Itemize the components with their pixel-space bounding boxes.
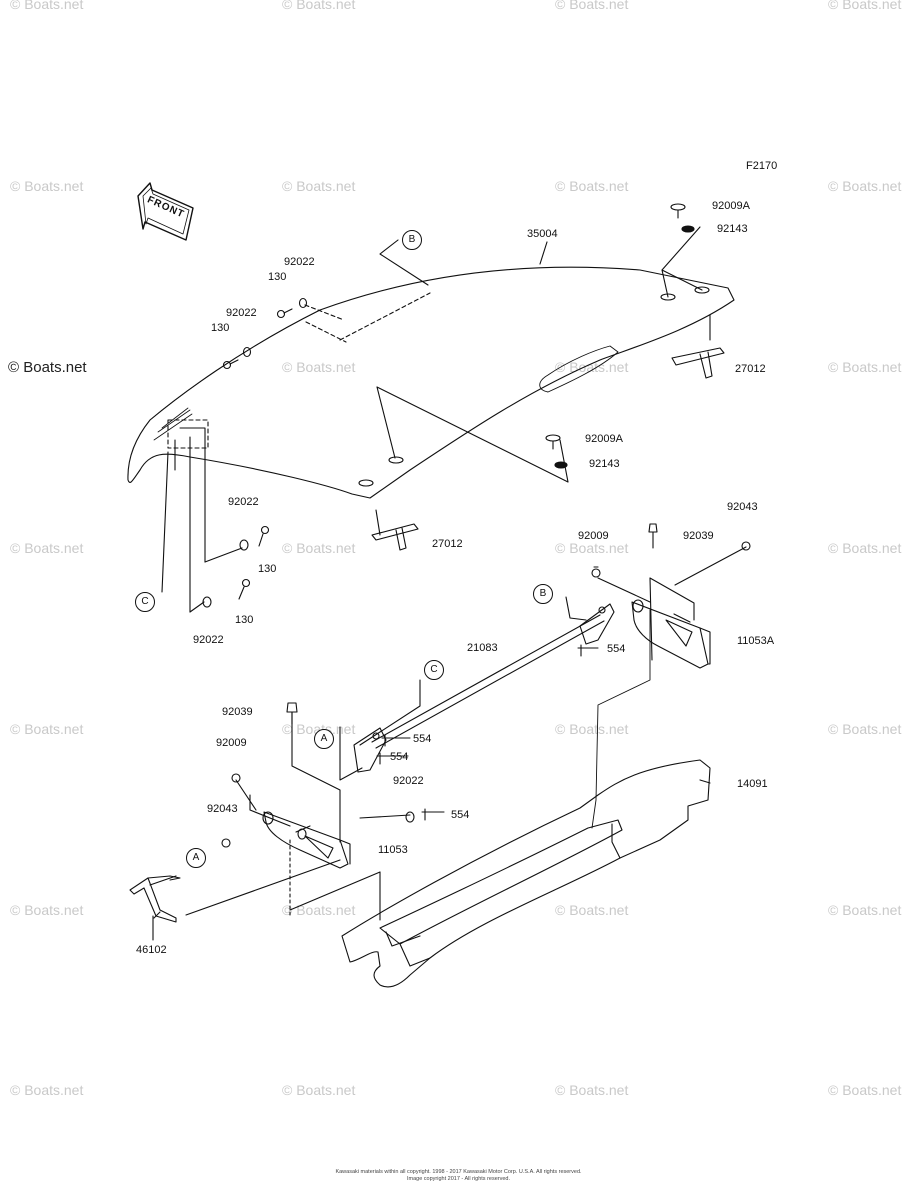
callout-27012: 27012 (432, 538, 463, 550)
copyright-line: Image copyright 2017 - All rights reserv… (406, 1176, 511, 1182)
watermark: © Boats.net (10, 178, 84, 194)
pin-554-icon (376, 752, 409, 765)
callout-21083: 21083 (467, 642, 498, 654)
watermark: © Boats.net (828, 178, 902, 194)
watermark: © Boats.net (282, 1082, 356, 1098)
callout-92043: 92043 (727, 501, 758, 513)
callout-92022: 92022 (284, 256, 315, 268)
washer-92022-icon (202, 596, 212, 608)
callout-11053A: 11053A (737, 635, 775, 647)
bolt-130-icon (258, 525, 270, 547)
watermark: © Boats.net (555, 0, 629, 12)
watermark: © Boats.net (828, 1082, 902, 1098)
watermark: © Boats.net (282, 178, 356, 194)
callout-92022: 92022 (228, 496, 259, 508)
callout-130: 130 (268, 271, 287, 283)
watermark: © Boats.net (282, 359, 356, 375)
callout-554: 554 (413, 733, 432, 745)
bracket-27012 (371, 523, 419, 551)
callout-92022: 92022 (393, 775, 424, 787)
ref-a: A (186, 848, 206, 868)
cover-35004 (127, 266, 735, 499)
bolt-92009-icon (591, 566, 601, 578)
callout-92022: 92022 (193, 634, 224, 646)
callout-554: 554 (390, 751, 409, 763)
bracket-27012 (671, 347, 725, 379)
callout-92143: 92143 (589, 458, 620, 470)
copyright-line: Kawasaki materials within all copyright.… (335, 1169, 582, 1175)
callout-92039: 92039 (222, 706, 253, 718)
callout-130: 130 (211, 322, 230, 334)
pin-554-icon (577, 644, 599, 657)
watermark: © Boats.net (828, 359, 902, 375)
callout-27012: 27012 (735, 363, 766, 375)
grommet-92143-icon (681, 225, 695, 233)
ref-a: A (314, 729, 334, 749)
callout-92143: 92143 (717, 223, 748, 235)
callout-92009A: 92009A (712, 200, 750, 212)
callout-130: 130 (258, 563, 277, 575)
washer-92022-icon (242, 346, 252, 358)
callout-11053: 11053 (378, 844, 408, 856)
watermark: © Boats.net (10, 902, 84, 918)
watermark: © Boats.net (10, 1082, 84, 1098)
clip-92009A-icon (545, 434, 561, 450)
watermark: © Boats.net (828, 540, 902, 556)
watermark: © Boats.net (555, 721, 629, 737)
watermark: © Boats.net (10, 540, 84, 556)
callout-14091: 14091 (737, 778, 768, 790)
pin-554-icon (421, 808, 445, 821)
ref-b: B (533, 584, 553, 604)
watermark: © Boats.net (555, 359, 629, 375)
callout-92022: 92022 (226, 307, 257, 319)
callout-92043: 92043 (207, 803, 238, 815)
callout-92039: 92039 (683, 530, 714, 542)
bolt-130-icon (238, 578, 251, 600)
clip-92009A-icon (670, 203, 686, 219)
figure-id: F2170 (746, 160, 778, 172)
bolt-92043-icon (741, 541, 751, 551)
watermark: © Boats.net (828, 902, 902, 918)
callout-92009: 92009 (216, 737, 247, 749)
grommet-92143-icon (554, 461, 568, 469)
washer-92022-icon (239, 539, 249, 551)
bolt-130-icon (276, 308, 293, 319)
bolt-130-icon (222, 359, 239, 370)
clip-92039-icon (286, 702, 298, 725)
stand-46102 (129, 875, 181, 923)
watermark: © Boats.net (828, 0, 902, 12)
pin-554-icon (381, 734, 411, 747)
watermark: © Boats.net (282, 540, 356, 556)
callout-92009A: 92009A (585, 433, 623, 445)
front-arrow-icon (137, 182, 194, 241)
bolt-92009-icon (231, 773, 241, 783)
callout-130: 130 (235, 614, 254, 626)
bracket-11053A (631, 577, 711, 669)
watermark: © Boats.net (828, 721, 902, 737)
watermark: © Boats.net (10, 0, 84, 12)
bracket-11053 (262, 811, 351, 869)
watermark: © Boats.net (555, 540, 629, 556)
washer-92022-icon (405, 811, 415, 823)
callout-92009: 92009 (578, 530, 609, 542)
washer-92022-icon (298, 297, 308, 309)
watermark: © Boats.net (282, 0, 356, 12)
rod-21083 (353, 603, 615, 773)
ref-c: C (135, 592, 155, 612)
watermark: © Boats.net (8, 359, 87, 376)
tray-14091 (341, 609, 711, 988)
watermark: © Boats.net (555, 1082, 629, 1098)
watermark: © Boats.net (10, 721, 84, 737)
ref-b: B (402, 230, 422, 250)
watermark: © Boats.net (555, 902, 629, 918)
clip-92039-icon (648, 523, 658, 549)
callout-554: 554 (451, 809, 470, 821)
callout-35004: 35004 (527, 228, 558, 240)
bolt-92043-icon (221, 838, 231, 848)
callout-46102: 46102 (136, 944, 167, 956)
callout-554: 554 (607, 643, 626, 655)
ref-c: C (424, 660, 444, 680)
watermark: © Boats.net (555, 178, 629, 194)
